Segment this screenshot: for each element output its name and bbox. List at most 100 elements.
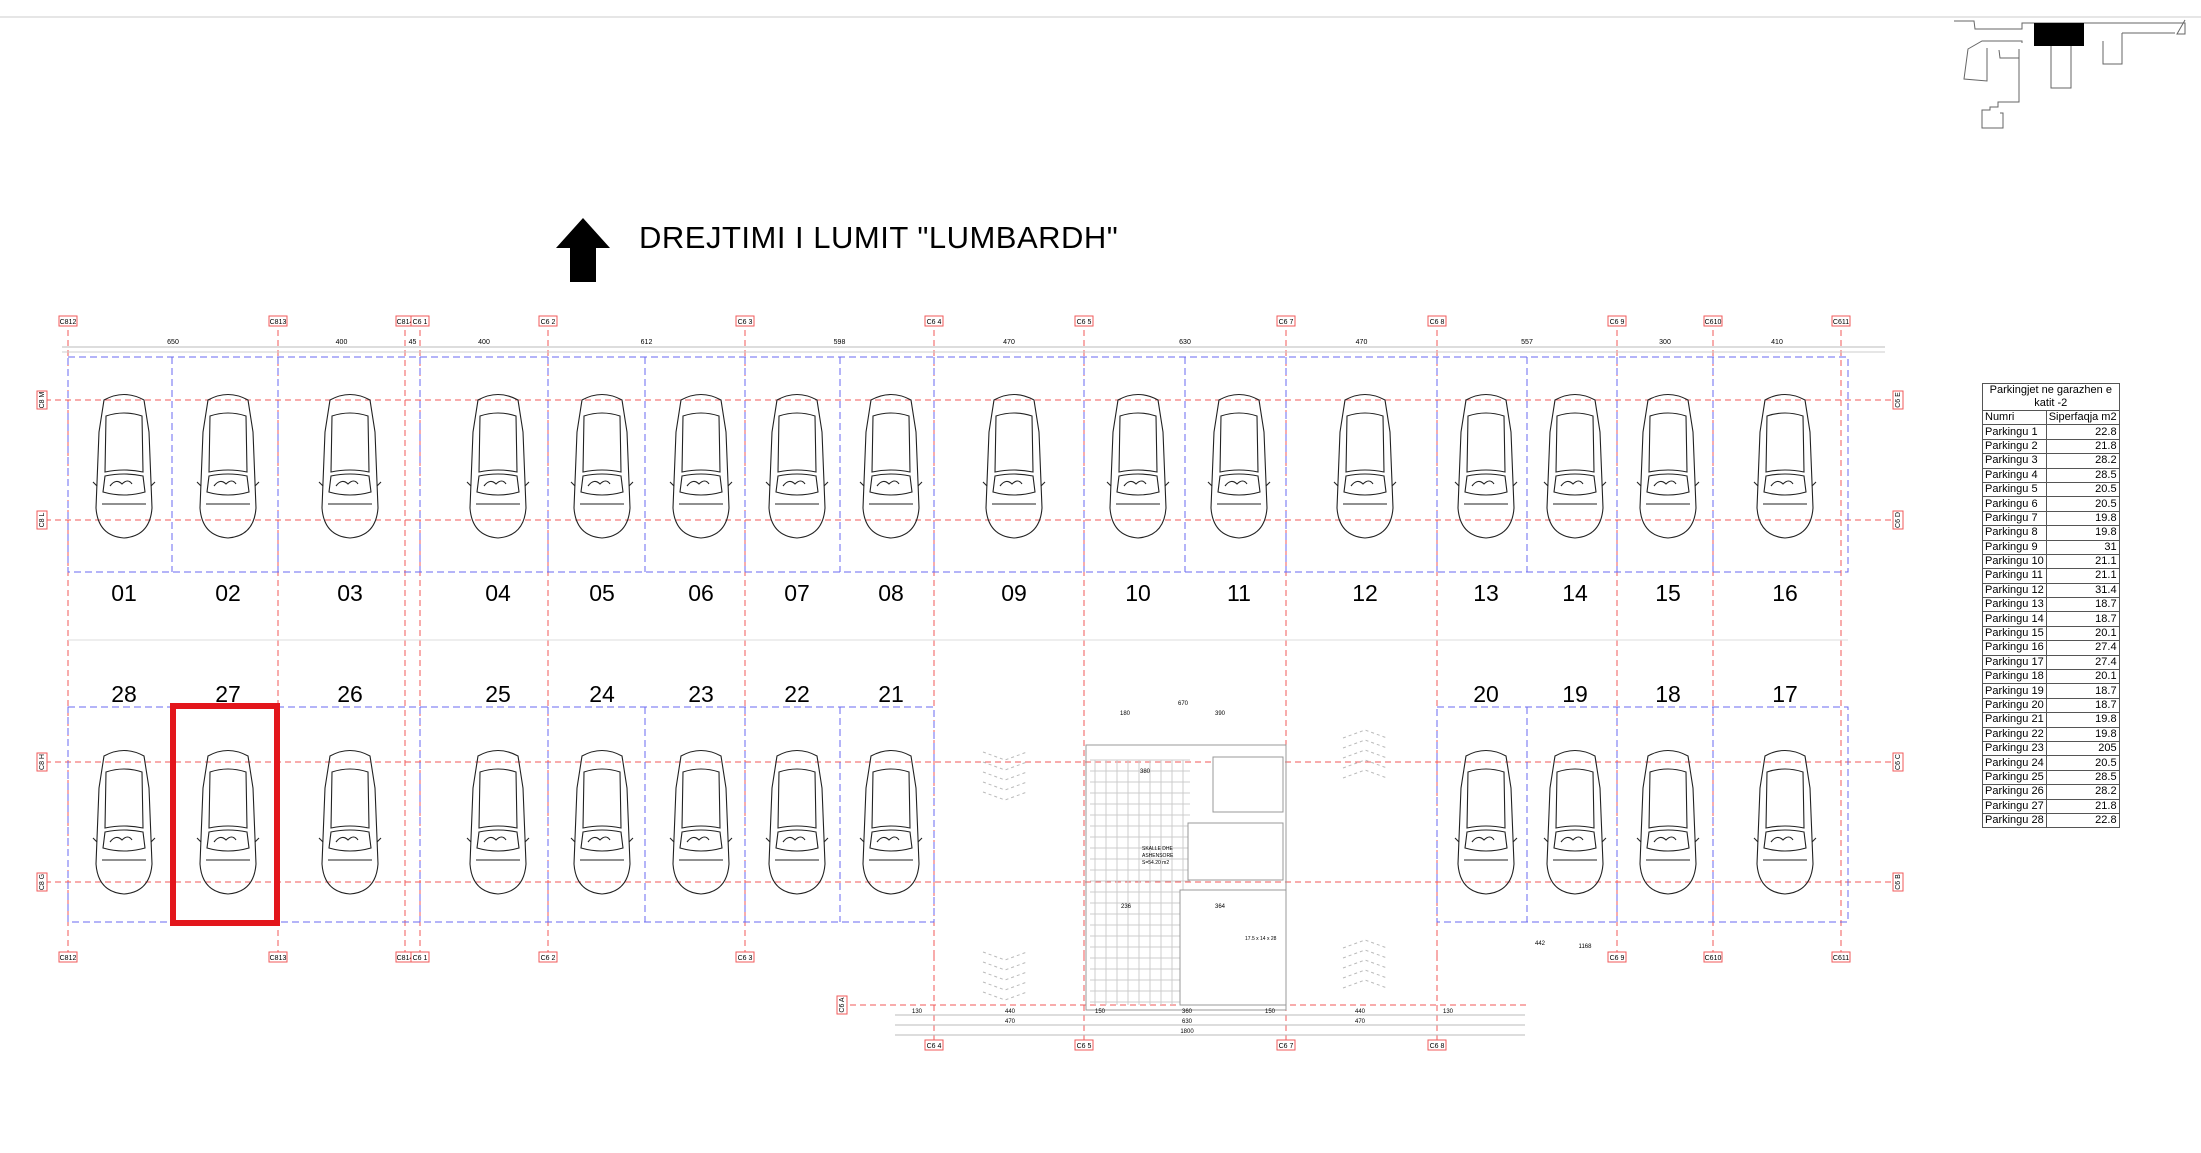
- dimension-label: 380: [1140, 769, 1151, 775]
- dimension-label: 400: [336, 339, 348, 346]
- car-wheel: [213, 480, 237, 487]
- parking-name: Parkingu 2: [1982, 438, 2047, 455]
- ramp-arrow-icon: [1342, 939, 1388, 949]
- parking-name: Parkingu 14: [1982, 611, 2047, 627]
- parking-name: Parkingu 16: [1982, 640, 2047, 656]
- north-arrow-icon: [556, 218, 610, 282]
- grid-label-text: C611: [1833, 319, 1849, 326]
- car-mirror: [982, 481, 1046, 487]
- grid-label-box: [1427, 315, 1447, 327]
- grid-label-box: [36, 752, 48, 772]
- grid-label-box: [36, 390, 48, 410]
- car-icon: [1636, 393, 1700, 539]
- parking-name: Parkingu 23: [1982, 740, 2047, 757]
- dimension-label: 470: [1003, 339, 1015, 346]
- car-windshield: [580, 473, 624, 496]
- grid-label-box: [1607, 315, 1627, 327]
- parking-name: Parkingu 1: [1982, 424, 2047, 440]
- car-icon: [765, 393, 829, 539]
- car-mirror: [1454, 481, 1518, 487]
- car-body: [573, 393, 631, 539]
- parking-area: 18.7: [2045, 597, 2120, 613]
- parking-area: 20.1: [2045, 669, 2120, 685]
- car-wheel: [782, 836, 806, 843]
- grid-label-top: C6 7: [1276, 315, 1296, 327]
- spot-number: 13: [1473, 580, 1499, 606]
- car-icon: [1543, 393, 1607, 539]
- parking-area: 19.8: [2045, 726, 2120, 742]
- grid-label-text: C6 5: [1077, 319, 1092, 326]
- car-wheel: [686, 480, 710, 487]
- car-icon: [982, 393, 1046, 539]
- grid-label-box: [924, 315, 944, 327]
- grid-label-box: [735, 315, 755, 327]
- dimension-label: 150: [1265, 1009, 1276, 1015]
- car-wheel: [876, 480, 900, 487]
- parking-name: Parkingu 20: [1982, 697, 2047, 714]
- dimension-label: 300: [1659, 339, 1671, 346]
- car-roof: [1466, 412, 1506, 473]
- car-windshield: [102, 829, 146, 852]
- car-body: [199, 393, 257, 539]
- car-roof: [1466, 768, 1506, 829]
- car-wheel: [1770, 836, 1794, 843]
- parking-area: 21.1: [2045, 553, 2120, 570]
- grid-label-side: C6 B: [1895, 874, 1902, 890]
- car-mirror: [92, 837, 156, 843]
- car-body: [985, 393, 1043, 539]
- car-mirror: [765, 481, 829, 487]
- car-wheel: [1123, 480, 1147, 487]
- car-body: [768, 749, 826, 895]
- car-icon: [196, 749, 260, 895]
- dimension-label: 1800: [1180, 1029, 1194, 1035]
- parking-name: Parkingu 18: [1982, 669, 2047, 685]
- core-note: 17.5 x 14 x 28: [1245, 936, 1277, 942]
- grid-label-core: C6 4: [927, 1043, 942, 1050]
- dimension-label: 440: [1355, 1009, 1366, 1015]
- grid-label-core: C6 8: [1430, 1043, 1445, 1050]
- car-body: [573, 749, 631, 895]
- car-icon: [1207, 393, 1271, 539]
- car-mirror: [1753, 481, 1817, 487]
- parking-name: Parkingu 19: [1982, 683, 2047, 699]
- grid-label-box: [538, 951, 558, 963]
- grid-label-top: C6 5: [1074, 315, 1094, 327]
- spot-number: 06: [688, 580, 714, 606]
- ramp-arrow-icon: [1342, 739, 1388, 749]
- parking-name: Parkingu 7: [1982, 510, 2047, 527]
- grid-label-box: [1892, 390, 1904, 410]
- car-roof: [1118, 412, 1158, 473]
- car-mirror: [1753, 837, 1817, 843]
- grid-label-top: C6 2: [538, 315, 558, 327]
- grid-label-box: [36, 510, 48, 530]
- grid-label-core: C6 7: [1279, 1043, 1294, 1050]
- car-icon: [466, 749, 530, 895]
- key-plan-wing: [2102, 33, 2123, 65]
- parking-name: Parkingu 4: [1982, 467, 2047, 483]
- spot-number: 14: [1562, 580, 1588, 606]
- parking-name: Parkingu 13: [1982, 597, 2047, 613]
- car-mirror: [859, 481, 923, 487]
- car-windshield: [580, 829, 624, 852]
- car-icon: [1753, 749, 1817, 895]
- ramp-arrow-icon: [1342, 959, 1388, 969]
- car-wheel: [782, 480, 806, 487]
- grid-label-box: [1892, 510, 1904, 530]
- car-mirror: [1543, 837, 1607, 843]
- car-roof: [208, 412, 248, 473]
- dimension-label: 440: [1005, 1009, 1016, 1015]
- car-wheel: [1471, 836, 1495, 843]
- car-mirror: [669, 481, 733, 487]
- car-mirror: [765, 837, 829, 843]
- parking-area: 28.5: [2045, 467, 2120, 483]
- grid-label-side: C8 L: [39, 513, 46, 528]
- col-header-area: Siperfaqja m2: [2045, 409, 2120, 426]
- car-mirror: [1543, 481, 1607, 487]
- car-icon: [765, 749, 829, 895]
- parking-area: 19.8: [2045, 712, 2120, 728]
- parking-name: Parkingu 17: [1982, 654, 2047, 671]
- car-windshield: [1553, 829, 1597, 852]
